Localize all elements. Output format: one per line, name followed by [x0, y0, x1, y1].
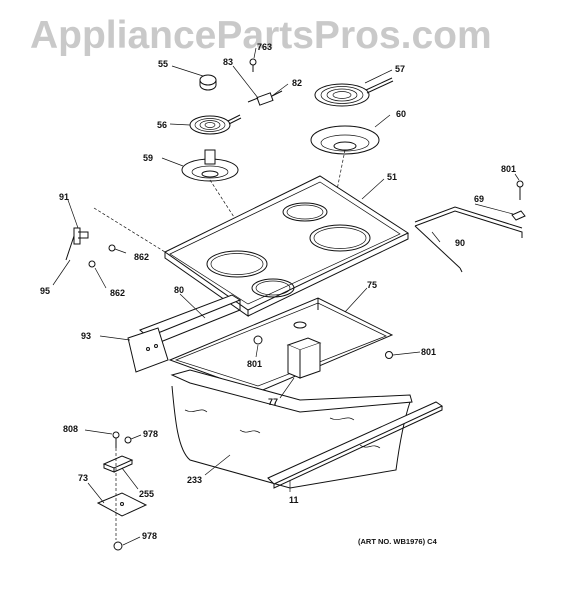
part-862-screw [108, 244, 127, 254]
part-801-screw-right [385, 351, 393, 359]
callout-801-right: 801 [421, 347, 436, 357]
part-91-bracket [65, 227, 89, 261]
callout-83: 83 [223, 57, 233, 67]
callout-93: 93 [81, 331, 91, 341]
part-255-terminal-block [102, 455, 134, 473]
callout-90: 90 [455, 238, 465, 248]
part-55-knob [199, 74, 217, 91]
callout-233: 233 [187, 475, 202, 485]
callout-801-top: 801 [501, 164, 516, 174]
callout-59: 59 [143, 153, 153, 163]
callout-51: 51 [387, 172, 397, 182]
callout-978-lower: 978 [142, 531, 157, 541]
callout-862-lower: 862 [110, 288, 125, 298]
part-73-plate [96, 492, 148, 517]
callout-57: 57 [395, 64, 405, 74]
callout-60: 60 [396, 109, 406, 119]
callout-56: 56 [157, 120, 167, 130]
part-56-surface-element [189, 114, 242, 135]
part-808-screw [112, 431, 120, 448]
callout-255: 255 [139, 489, 154, 499]
part-801-nut [253, 335, 263, 345]
part-77-junction-box [286, 321, 322, 379]
callout-801-middle: 801 [247, 359, 262, 369]
callout-978-upper: 978 [143, 429, 158, 439]
leader-lines [52, 47, 520, 546]
part-978-nut [124, 436, 132, 444]
part-57-surface-element [314, 77, 394, 107]
part-93-side-bracket [127, 327, 169, 373]
part-82-terminal-block [247, 90, 283, 106]
part-60-drip-pan [310, 125, 380, 155]
callout-73: 73 [78, 473, 88, 483]
part-59-drip-pan [181, 149, 239, 182]
part-978-nut-bottom [113, 541, 123, 551]
part-801-screw [516, 180, 524, 200]
callout-75: 75 [367, 280, 377, 290]
callout-80: 80 [174, 285, 184, 295]
callout-77: 77 [268, 397, 278, 407]
callout-91: 91 [59, 192, 69, 202]
alignment-line [329, 149, 346, 226]
part-11-front-rail [267, 401, 444, 489]
callout-55: 55 [158, 59, 168, 69]
callout-862-upper: 862 [134, 252, 149, 262]
part-763-screw [249, 58, 257, 72]
callout-69: 69 [474, 194, 484, 204]
part-69-clip [511, 210, 526, 221]
callout-808: 808 [63, 424, 78, 434]
part-95-screw [88, 260, 96, 268]
watermark: AppliancePartsPros.com [30, 14, 492, 57]
part-51-cooktop [164, 175, 410, 317]
art-number: (ART NO. WB1976) C4 [358, 537, 438, 546]
callout-82: 82 [292, 78, 302, 88]
callout-763: 763 [257, 42, 272, 52]
callout-95: 95 [40, 286, 50, 296]
callout-11: 11 [289, 495, 299, 505]
alignment-line [93, 207, 166, 253]
part-90-trim-rod [414, 206, 523, 273]
